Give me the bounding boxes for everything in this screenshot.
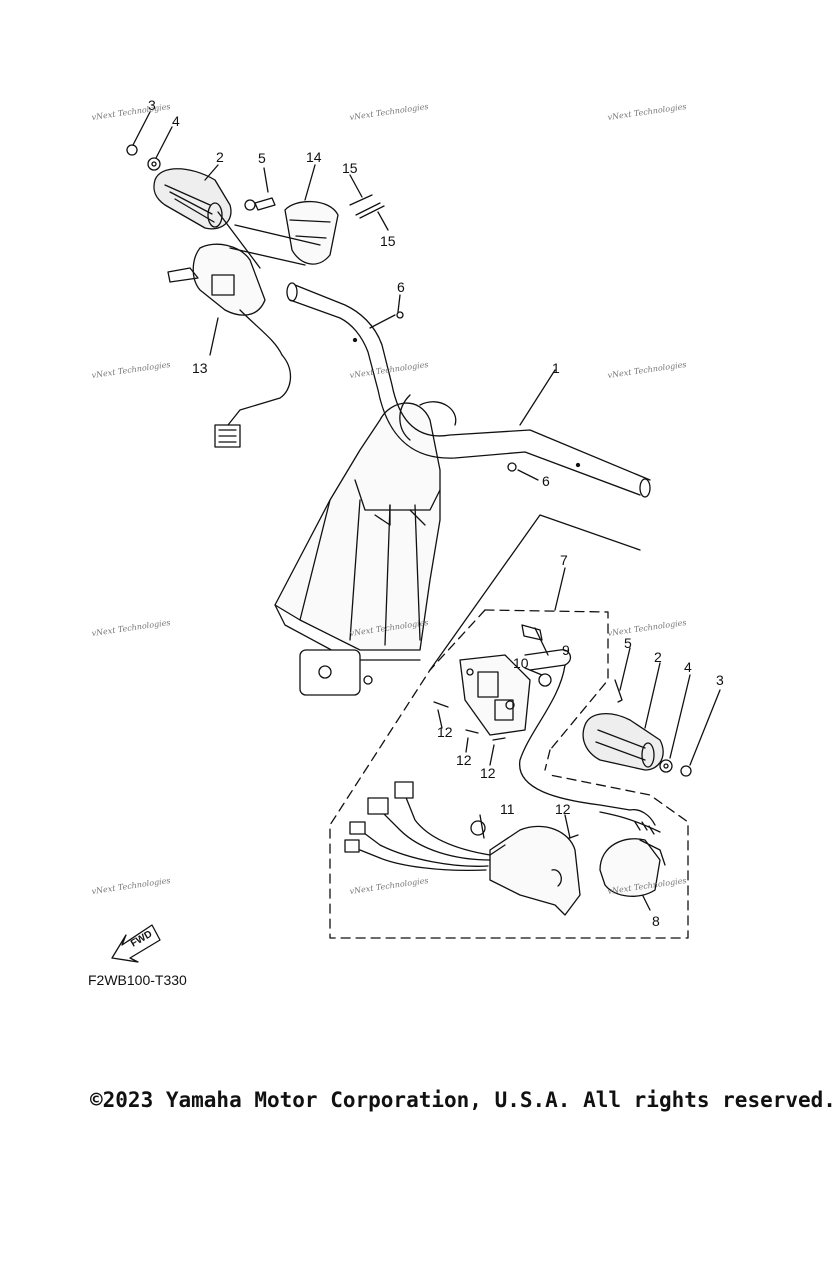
callout-12-d: 12 [555,801,571,817]
wire-harness [344,781,661,872]
watermark: vNext Technologies [607,360,687,380]
callout-3-top: 3 [148,97,156,113]
watermark: vNext Technologies [607,102,687,122]
screw-3-left [126,144,138,156]
viewport: 3 4 2 5 14 15 15 6 13 1 6 7 9 10 5 2 4 3… [88,97,836,1112]
callout-5-right: 5 [624,635,632,651]
callout-5-top: 5 [258,150,266,166]
copyright-notice: ©2023 Yamaha Motor Corporation, U.S.A. A… [90,1088,836,1112]
parts-diagram: 3 4 2 5 14 15 15 6 13 1 6 7 9 10 5 2 4 3… [91,97,724,963]
callout-3-right: 3 [716,672,724,688]
washer-4-left [147,157,161,171]
assembly-7-outline [329,609,689,939]
watermark: vNext Technologies [91,876,171,896]
watermark: vNext Technologies [349,102,429,122]
diagram-code: F2WB100-T330 [88,972,187,988]
watermark: vNext Technologies [349,876,429,896]
callout-8: 8 [652,913,660,929]
watermark: vNext Technologies [349,360,429,380]
callout-6-top: 6 [397,279,405,295]
callout-15-a: 15 [342,160,358,176]
callout-12-b: 12 [456,752,472,768]
callout-15-b: 15 [380,233,396,249]
callout-4-right: 4 [684,659,692,675]
callout-12-c: 12 [480,765,496,781]
callout-6-right: 6 [542,473,550,489]
steering-column [274,402,441,696]
screws-12 [433,701,579,841]
watermark: vNext Technologies [607,618,687,638]
callout-10: 10 [513,655,529,671]
left-switch [167,243,292,448]
callout-12-a: 12 [437,724,453,740]
throttle-assembly [459,624,656,826]
callout-9: 9 [562,642,570,658]
callout-14: 14 [306,149,322,165]
switch-cover [244,194,385,265]
fwd-arrow [111,924,161,963]
watermark: vNext Technologies [91,360,171,380]
watermark: vNext Technologies [91,618,171,638]
callout-11: 11 [500,801,515,817]
callout-4-top: 4 [172,113,180,129]
cover-8 [599,838,666,897]
callout-13: 13 [192,360,208,376]
callout-2-top: 2 [216,149,224,165]
handlebar [286,282,651,498]
switch-box [470,820,581,916]
callout-2-right: 2 [654,649,662,665]
watermark: vNext Technologies [91,102,171,122]
callout-1: 1 [552,360,560,376]
left-grip [153,168,232,230]
callout-7: 7 [560,552,568,568]
right-grip [582,679,692,777]
